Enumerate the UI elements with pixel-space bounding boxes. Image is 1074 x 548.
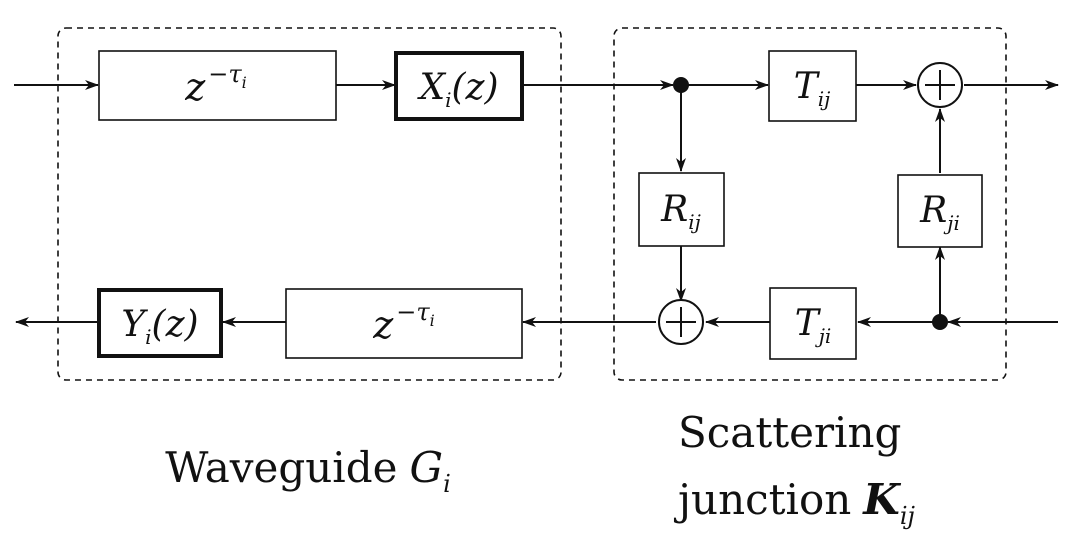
filter-x-block	[394, 51, 524, 121]
tij-label: Tij	[794, 66, 831, 111]
waveguide-group-box	[57, 27, 562, 381]
branch-node-top	[673, 77, 689, 93]
tji-block	[769, 287, 857, 360]
filter-y-label: Yi(z)	[121, 304, 198, 349]
rij-block	[638, 172, 725, 247]
sum-node-top	[917, 62, 963, 108]
tij-block	[768, 50, 857, 122]
delay-block-top-label: z−τi	[184, 60, 247, 109]
delay-block-bottom-label: z−τi	[372, 298, 435, 347]
junction-caption-line1: Scattering	[678, 408, 901, 457]
junction-group-box	[613, 27, 1007, 381]
tji-label: Tji	[795, 303, 832, 348]
rji-label: Rji	[919, 190, 960, 235]
filter-y-block	[97, 288, 223, 358]
rij-label: Rij	[660, 189, 701, 234]
sum-node-bottom	[658, 299, 704, 345]
rji-block	[897, 174, 983, 248]
delay-block-top	[98, 50, 337, 121]
filter-x-label: Xi(z)	[416, 67, 498, 112]
branch-node-bottom	[932, 314, 948, 330]
delay-block-bottom	[285, 288, 523, 359]
